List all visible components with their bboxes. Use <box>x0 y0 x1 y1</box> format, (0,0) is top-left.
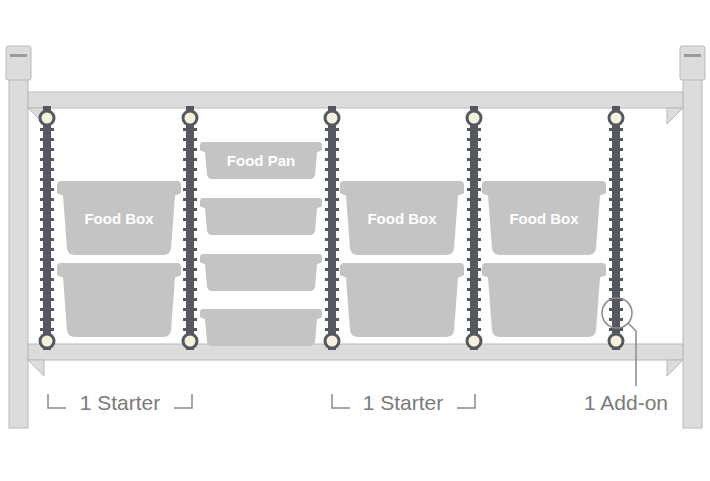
starter-label: 1 Starter <box>80 392 161 413</box>
food-pan: Food Pan <box>200 142 322 179</box>
food-box: Food Box <box>340 181 464 255</box>
starter-label: 1 Starter <box>363 392 444 413</box>
food-box: Food Box <box>482 181 606 255</box>
container-label: Food Box <box>367 210 436 227</box>
add-on-label: 1 Add-on <box>584 392 668 413</box>
container-label: Food Pan <box>227 152 295 169</box>
container-label: Food Box <box>509 210 578 227</box>
food-box: Food Box <box>57 181 181 255</box>
container-label: Food Box <box>84 210 153 227</box>
